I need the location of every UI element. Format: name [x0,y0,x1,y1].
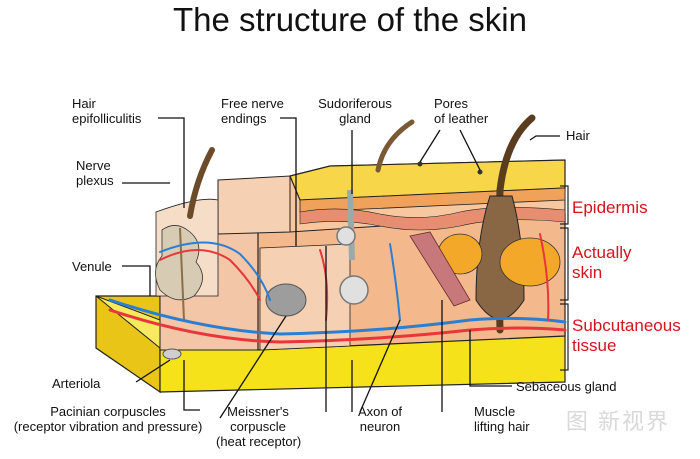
label-free-nerve-endings: Free nerve endings [221,96,284,126]
label-epidermis: Epidermis [572,198,648,217]
label-hair: Hair [566,128,590,143]
label-actually-skin: Actually skin [572,243,632,282]
hair-strands [187,114,536,334]
label-venule: Venule [72,259,112,274]
sebaceous-gland [499,237,561,287]
label-hair-epifolliculitis: Hair epifolliculitis [72,96,142,126]
muscle-lifting-hair [409,231,471,307]
label-subcutaneous-tissue: Subcutaneous tissue [572,316,681,355]
label-pacinian-corpuscles: Pacinian corpuscles (receptor vibration … [13,404,203,434]
sudoriferous-gland [336,189,369,305]
label-muscle-lifting-hair: Muscle lifting hair [474,404,530,434]
label-nerve-plexus: Nerve plexus [76,158,114,188]
label-meissner-corpuscle: Meissner's corpuscle (heat receptor) [216,404,302,449]
pacinian-corpuscle [162,348,182,360]
page-title: The structure of the skin [173,1,527,38]
blood-vessels [108,233,567,344]
label-arteriola: Arteriola [52,376,101,391]
label-pores-of-leather: Pores of leather [434,96,489,126]
label-sebaceous-gland: Sebaceous gland [516,379,617,394]
layer-brackets [560,185,569,371]
leader-lines [122,117,560,419]
label-sudoriferous-gland: Sudoriferous gland [318,96,392,126]
watermark: 图 新视界 [565,409,670,434]
label-axon-of-neuron: Axon of neuron [357,404,403,434]
meissner-corpuscle [265,283,307,317]
